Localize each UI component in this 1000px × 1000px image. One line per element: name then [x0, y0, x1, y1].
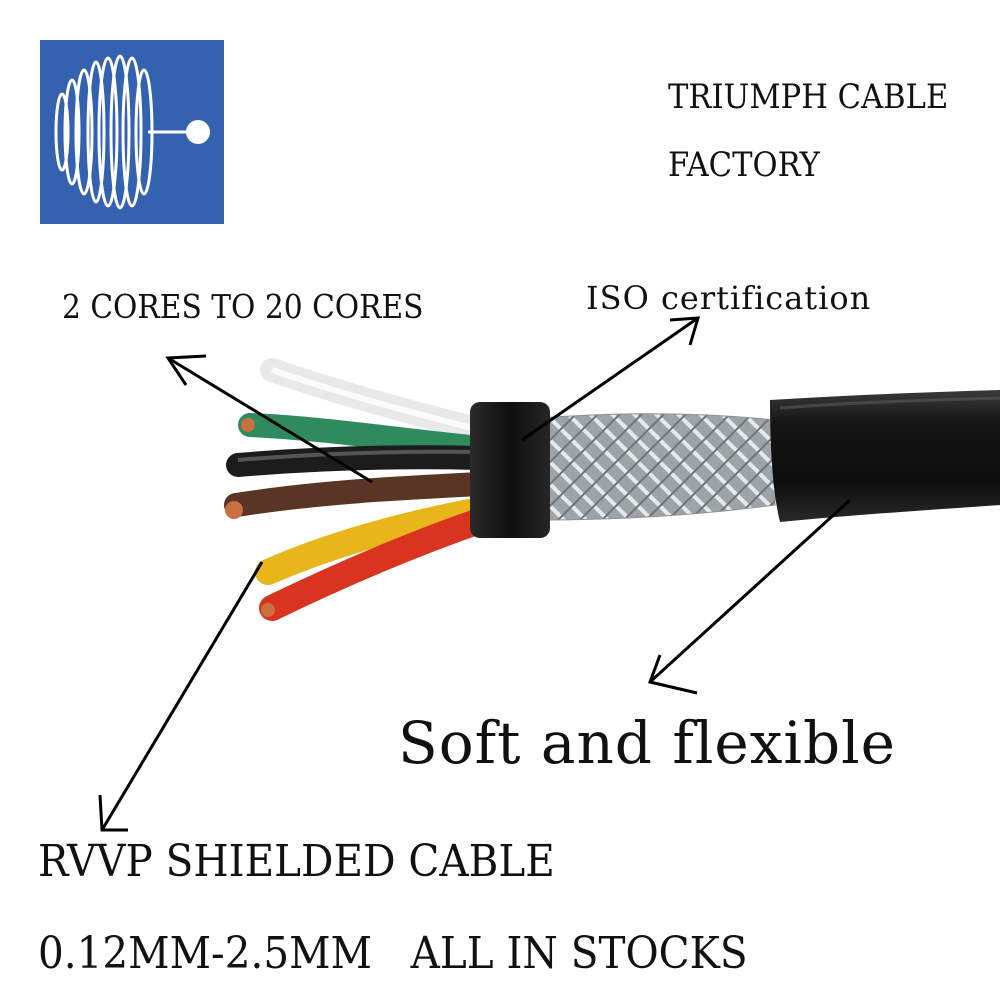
wire-black — [226, 445, 492, 477]
product-spec: 0.12MM-2.5MM ALL IN STOCKS — [38, 928, 748, 979]
callout-iso: ISO certification — [586, 279, 872, 317]
arrow-cores — [165, 354, 373, 484]
wire-yellow — [255, 497, 493, 585]
product-name: RVVP SHIELDED CABLE — [38, 836, 555, 887]
callout-soft: Soft and flexible — [398, 709, 896, 777]
wire-brown — [224, 472, 492, 519]
wire-white — [260, 358, 492, 442]
arrow-soft — [648, 498, 852, 695]
inner-jacket-ring — [470, 402, 550, 538]
wire-green — [238, 413, 492, 460]
wire-red — [259, 507, 495, 621]
arrow-iso — [521, 316, 701, 442]
arrow-rvvp — [98, 561, 264, 832]
coil-logo-icon — [54, 54, 210, 210]
callout-cores: 2 CORES TO 20 CORES — [62, 287, 424, 326]
outer-jacket — [770, 390, 1000, 522]
company-name-line2: FACTORY — [668, 145, 820, 185]
company-logo — [40, 40, 224, 224]
company-name-line1: TRIUMPH CABLE — [668, 77, 949, 117]
braided-shield — [539, 413, 776, 521]
